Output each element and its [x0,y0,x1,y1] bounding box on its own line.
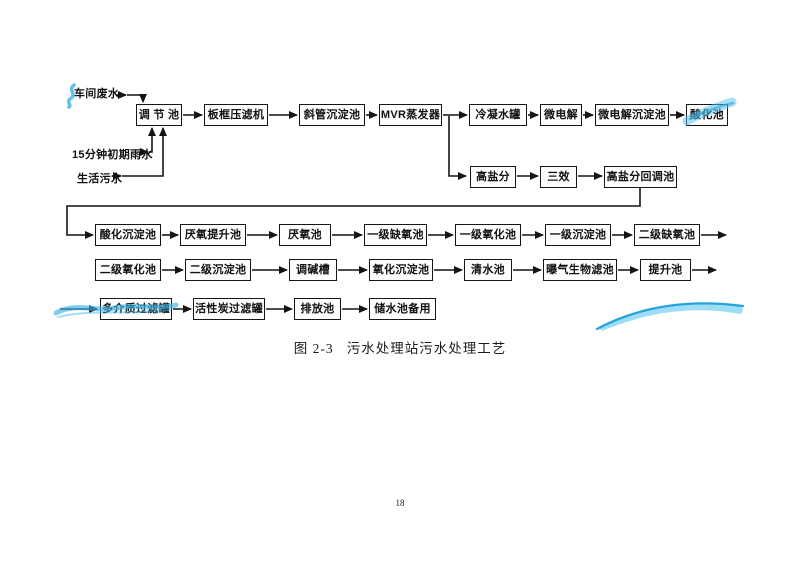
flow-node: 酸化池 [686,104,728,126]
flow-node: 一级缺氧池 [364,224,427,246]
flow-node: 微电解 [540,104,582,126]
flow-node: 高盐分回调池 [604,166,677,188]
flow-node: 一级沉淀池 [545,224,611,246]
flow-input-label: 车间废水 [74,88,120,100]
flow-node: 冷凝水罐 [469,104,527,126]
flow-node: 二级沉淀池 [185,259,251,281]
flow-node: 氧化沉淀池 [369,259,433,281]
highlight-swoosh-bottom-right-line [595,302,745,331]
flow-node: 调 节 池 [136,104,182,126]
flow-node: 活性炭过滤罐 [193,298,265,320]
flow-node: 二级缺氧池 [634,224,700,246]
flow-node: 储水池备用 [369,298,436,320]
flow-input-label: 生活污水 [77,173,123,185]
page-number: 18 [395,498,405,508]
flow-node: 板框压滤机 [204,104,268,126]
flow-node: 斜管沉淀池 [299,104,365,126]
flow-node: MVR蒸发器 [379,104,442,126]
flow-node: 厌氧池 [279,224,331,246]
highlight-swoosh-bottom-right-fill [598,303,743,331]
figure-caption: 图 2-3 污水处理站污水处理工艺 [293,341,507,356]
flow-node: 三效 [540,166,577,188]
flow-node: 清水池 [464,259,512,281]
flow-node: 提升池 [640,259,691,281]
flow-node: 酸化沉淀池 [95,224,161,246]
flow-node: 高盐分 [470,166,516,188]
flow-node: 调碱槽 [289,259,337,281]
flow-input-label: 15分钟初期雨水 [72,149,153,161]
flow-node: 厌氧提升池 [180,224,246,246]
flow-node: 排放池 [294,298,341,320]
flow-node: 二级氧化池 [95,259,161,281]
flow-node: 多介质过滤罐 [100,298,172,320]
flow-node: 曝气生物滤池 [543,259,617,281]
flow-node: 微电解沉淀池 [595,104,669,126]
flow-node: 一级氧化池 [455,224,521,246]
